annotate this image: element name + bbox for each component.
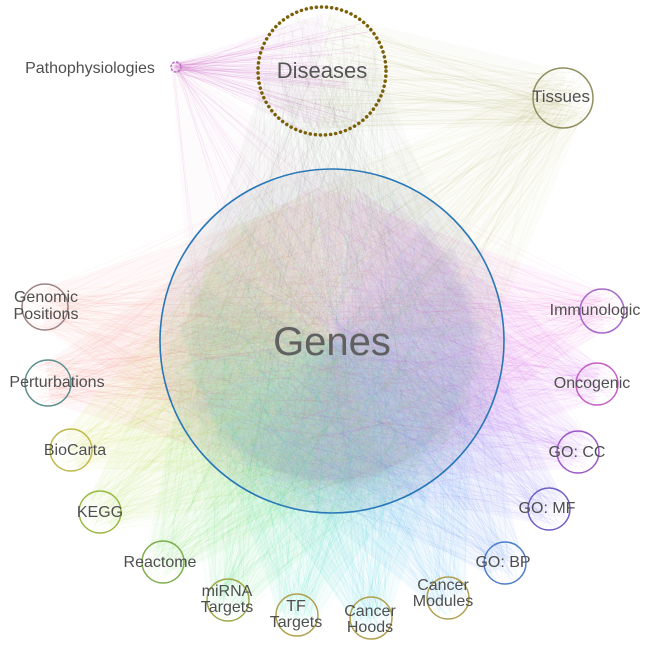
- node-label-line-mirna_targets-1: Targets: [201, 599, 253, 616]
- node-label-diseases: Diseases: [277, 58, 367, 83]
- edge-bundle-genes-cancer_modules: [164, 184, 502, 619]
- edge-fan-genes-go_mf: [237, 218, 561, 524]
- node-label-line-immunologic-0: Immunologic: [550, 302, 641, 319]
- edge-bundle-genes-go_cc: [166, 191, 599, 506]
- node-label-line-cancer_modules-1: Modules: [413, 593, 473, 610]
- node-label-go_mf: GO: MF: [519, 500, 576, 517]
- node-biocarta[interactable]: [49, 428, 93, 472]
- node-label-line-cancer_modules-0: Cancer: [417, 577, 469, 594]
- node-label-line-tissues-0: Tissues: [532, 87, 590, 106]
- node-immunologic[interactable]: [579, 288, 625, 334]
- node-label-perturbations: Perturbations: [9, 374, 104, 391]
- node-cancer_modules[interactable]: [426, 576, 470, 620]
- node-oncogenic[interactable]: [575, 362, 619, 406]
- edge-fan-genes-biocarta: [63, 198, 392, 484]
- edge-fan-genes-immunologic: [314, 187, 605, 495]
- node-label-line-biocarta-0: BioCarta: [44, 442, 106, 459]
- edge-fan-genes-oncogenic: [307, 188, 601, 494]
- edge-bundle-genes-kegg: [78, 190, 495, 533]
- node-label-line-go_bp-0: GO: BP: [475, 554, 530, 571]
- node-label-go_cc: GO: CC: [549, 444, 606, 461]
- node-label-line-kegg-0: KEGG: [77, 504, 123, 521]
- node-pathophysiologies[interactable]: [170, 61, 182, 73]
- node-genes[interactable]: [159, 168, 505, 514]
- node-label-line-pathophysiologies-0: Pathophysiologies: [25, 60, 155, 77]
- node-label-line-mirna_targets-0: miRNA: [202, 583, 253, 600]
- edge-fan-genes-cancer_modules: [190, 277, 474, 606]
- node-label-reactome: Reactome: [124, 554, 197, 571]
- node-label-line-genes-0: Genes: [273, 320, 391, 364]
- edge-bundle-pathophysiologies-genes: [171, 62, 452, 498]
- edge-bundle-genes-tissues: [178, 69, 593, 483]
- node-perturbations[interactable]: [24, 359, 72, 407]
- edge-bundle-genes-mirna_targets: [169, 182, 495, 621]
- node-label-line-genomic_positions-0: Genomic: [14, 289, 78, 306]
- edge-bundle-genes-diseases: [161, 7, 503, 496]
- node-kegg[interactable]: [78, 490, 122, 534]
- edge-fan-genes-go_cc: [268, 199, 586, 483]
- edge-bundle-genes-genomic_positions: [22, 184, 498, 485]
- edge-bundle-genes-go_mf: [189, 175, 570, 529]
- node-diseases[interactable]: [256, 5, 388, 137]
- node-label-tissues: Tissues: [532, 87, 590, 106]
- node-genomic_positions[interactable]: [21, 283, 69, 331]
- edge-fan-genes-go_bp: [209, 245, 520, 575]
- edge-fan-genes-genomic_positions: [42, 187, 351, 495]
- node-label-line-diseases-0: Diseases: [277, 58, 367, 83]
- node-label-oncogenic: Oncogenic: [554, 375, 631, 392]
- edge-bundle-pathophysiologies-diseases: [171, 23, 381, 130]
- edge-bundle-diseases-tissues: [263, 17, 592, 132]
- node-label-go_bp: GO: BP: [475, 554, 530, 571]
- node-go_bp[interactable]: [483, 541, 527, 585]
- node-label-line-tf_targets-1: Targets: [270, 614, 322, 631]
- edge-fan-pathophysiologies-diseases: [175, 13, 324, 129]
- node-tissues[interactable]: [532, 67, 594, 129]
- node-label-line-oncogenic-0: Oncogenic: [554, 375, 631, 392]
- node-label-genes: Genes: [273, 320, 391, 364]
- node-label-line-perturbations-0: Perturbations: [9, 374, 104, 391]
- edge-bundle-genes-immunologic: [167, 179, 622, 501]
- node-reactome[interactable]: [141, 540, 185, 584]
- edge-fan-genes-reactome: [147, 246, 455, 574]
- node-label-line-go_cc-0: GO: CC: [549, 444, 606, 461]
- edge-bundle-genes-perturbations: [27, 178, 489, 511]
- node-label-line-cancer_hoods-0: Cancer: [344, 603, 396, 620]
- edge-bundle-genes-reactome: [144, 180, 483, 581]
- node-label-pathophysiologies: Pathophysiologies: [25, 60, 155, 77]
- node-label-line-cancer_hoods-1: Hoods: [347, 619, 393, 636]
- edge-fan-genes-perturbations: [44, 187, 355, 495]
- edge-bundle-genes-oncogenic: [166, 175, 615, 496]
- node-go_mf[interactable]: [527, 487, 571, 531]
- node-label-biocarta: BioCarta: [44, 442, 106, 459]
- edge-fan-genes-mirna_targets: [188, 283, 476, 608]
- edge-bundle-genes-go_bp: [171, 183, 525, 584]
- node-go_cc[interactable]: [556, 430, 600, 474]
- node-label-line-genomic_positions-1: Positions: [14, 306, 79, 323]
- node-cancer_hoods[interactable]: [349, 596, 393, 640]
- edge-bundle-genes-cancer_hoods: [164, 175, 474, 637]
- edge-fan-genes-tissues: [219, 79, 583, 448]
- node-mirna_targets[interactable]: [206, 578, 250, 622]
- node-label-immunologic: Immunologic: [550, 302, 641, 319]
- node-tf_targets[interactable]: [275, 593, 319, 637]
- edge-fan-genes-tf_targets: [178, 321, 486, 618]
- node-label-kegg: KEGG: [77, 504, 123, 521]
- node-label-line-reactome-0: Reactome: [124, 554, 197, 571]
- edge-bundle-genes-tf_targets: [171, 183, 502, 635]
- edge-fan-genes-kegg: [88, 216, 424, 528]
- node-label-line-tf_targets-0: TF: [286, 598, 306, 615]
- node-label-line-go_mf-0: GO: MF: [519, 500, 576, 517]
- edge-fan-genes-cancer_hoods: [178, 319, 486, 621]
